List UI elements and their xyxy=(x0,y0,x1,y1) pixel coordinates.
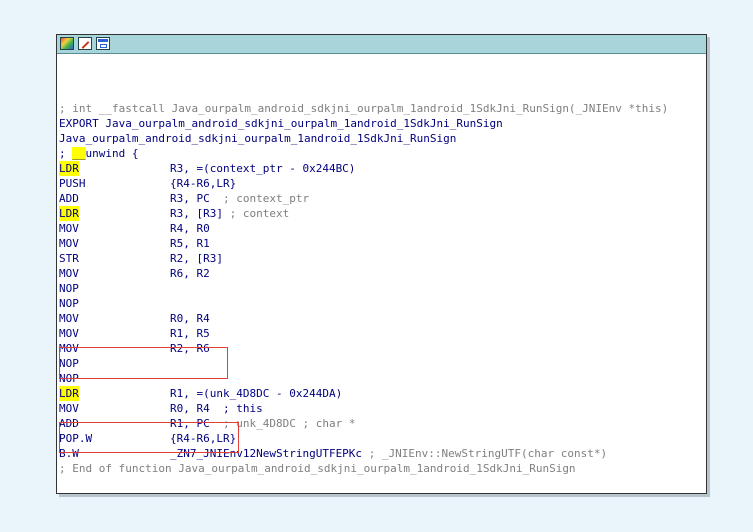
disassembly-listing[interactable]: ; int __fastcall Java_ourpalm_android_sd… xyxy=(59,101,704,476)
unwind-directive: ; __unwind { xyxy=(59,146,704,161)
function-end-comment: ; End of function Java_ourpalm_android_s… xyxy=(59,461,704,476)
comment-text: ; End of function Java_ourpalm_android_s… xyxy=(59,462,576,475)
operand-text: R2, R6 xyxy=(170,342,210,355)
unwind-text: ; __unwind { xyxy=(59,147,139,160)
function-label[interactable]: Java_ourpalm_android_sdkjni_ourpalm_1and… xyxy=(59,132,457,145)
edit-icon[interactable] xyxy=(78,37,92,50)
instruction-row[interactable]: B.W _ZN7_JNIEnv12NewStringUTFEPKc ; _JNIE… xyxy=(59,446,704,461)
instruction-mnemonic: MOV xyxy=(59,342,79,355)
instruction-mnemonic: POP.W xyxy=(59,432,93,445)
instruction-row[interactable]: MOV R6, R2 xyxy=(59,266,704,281)
instruction-row[interactable]: NOP xyxy=(59,356,704,371)
instruction-operands: R3, =(context_ptr - 0x244BC) xyxy=(170,161,355,176)
instruction-row[interactable]: ADD R3, PC ; context_ptr xyxy=(59,191,704,206)
instruction-mnemonic: LDR xyxy=(59,161,79,176)
instruction-row[interactable]: MOV R2, R6 xyxy=(59,341,704,356)
instruction-comment: ; _JNIEnv::NewStringUTF(char const*) xyxy=(368,447,608,460)
operand-text: R5, R1 xyxy=(170,237,210,250)
instruction-operands: R0, R4 ; this xyxy=(170,401,263,416)
instruction-mnemonic: NOP xyxy=(59,297,79,310)
function-signature-comment: ; int __fastcall Java_ourpalm_android_sd… xyxy=(59,101,704,116)
instruction-mnemonic: MOV xyxy=(59,237,79,250)
window-icon[interactable] xyxy=(96,37,110,50)
instruction-row[interactable]: NOP xyxy=(59,281,704,296)
instruction-mnemonic: LDR xyxy=(59,386,79,401)
instruction-row[interactable]: STR R2, [R3] xyxy=(59,251,704,266)
operand-text: R4, R0 xyxy=(170,222,210,235)
instruction-row[interactable]: POP.W {R4-R6,LR} xyxy=(59,431,704,446)
instruction-row[interactable]: MOV R0, R4 xyxy=(59,311,704,326)
disassembly-window: ; int __fastcall Java_ourpalm_android_sd… xyxy=(56,34,707,494)
instruction-mnemonic: PUSH xyxy=(59,177,86,190)
instruction-mnemonic: STR xyxy=(59,252,79,265)
comment-text: ; int __fastcall Java_ourpalm_android_sd… xyxy=(59,102,669,115)
instruction-row[interactable]: MOV R1, R5 xyxy=(59,326,704,341)
operand-text: R6, R2 xyxy=(170,267,210,280)
instruction-row[interactable]: MOV R4, R0 xyxy=(59,221,704,236)
instruction-mnemonic: LDR xyxy=(59,206,79,221)
instruction-operands: R3, [R3] ; context xyxy=(170,206,289,221)
instruction-operands: {R4-R6,LR} xyxy=(170,431,236,446)
instruction-operands: R3, PC ; context_ptr xyxy=(170,191,309,206)
instruction-mnemonic: MOV xyxy=(59,327,79,340)
operand-text: {R4-R6,LR} xyxy=(170,177,237,190)
nop-annotation-box-2 xyxy=(59,422,239,453)
operand-text: R2, [R3] xyxy=(170,252,223,265)
instruction-operands: R1, R5 xyxy=(170,326,210,341)
instruction-operands: R2, [R3] xyxy=(170,251,223,266)
operand-text: R0, R4 ; this xyxy=(170,402,263,415)
graph-icon[interactable] xyxy=(60,37,74,50)
operand-text: R1, R5 xyxy=(170,327,210,340)
nop-annotation-box-1 xyxy=(59,347,228,379)
instruction-list: LDR R3, =(context_ptr - 0x244BC) PUSH {R4-R… xyxy=(59,161,704,461)
instruction-mnemonic: B.W xyxy=(59,447,79,460)
instruction-operands: R6, R2 xyxy=(170,266,210,281)
instruction-row[interactable]: LDR R3, =(context_ptr - 0x244BC) xyxy=(59,161,704,176)
instruction-operands: _ZN7_JNIEnv12NewStringUTFEPKc ; _JNIEnv:… xyxy=(170,446,607,461)
instruction-row[interactable]: MOV R0, R4 ; this xyxy=(59,401,704,416)
operand-text: {R4-R6,LR} xyxy=(170,432,237,445)
instruction-mnemonic: MOV xyxy=(59,222,79,235)
instruction-operands: R4, R0 xyxy=(170,221,210,236)
instruction-comment: ; unk_4D8DC ; char * xyxy=(222,417,356,430)
instruction-operands: R2, R6 xyxy=(170,341,210,356)
instruction-mnemonic: ADD xyxy=(59,192,79,205)
operand-text: R3, [R3] xyxy=(170,207,223,220)
instruction-mnemonic: MOV xyxy=(59,402,79,415)
operand-text: R0, R4 xyxy=(170,312,210,325)
window-titlebar xyxy=(57,35,706,54)
instruction-comment: ; context xyxy=(229,207,290,220)
instruction-mnemonic: MOV xyxy=(59,267,79,280)
instruction-operands: R0, R4 xyxy=(170,311,210,326)
instruction-row[interactable]: PUSH {R4-R6,LR} xyxy=(59,176,704,191)
instruction-row[interactable]: NOP xyxy=(59,296,704,311)
instruction-mnemonic: MOV xyxy=(59,312,79,325)
instruction-mnemonic: ADD xyxy=(59,417,79,430)
instruction-operands: R1, =(unk_4D8DC - 0x244DA) xyxy=(170,386,342,401)
operand-text: R1, PC xyxy=(170,417,217,430)
instruction-mnemonic: NOP xyxy=(59,282,79,295)
instruction-operands: {R4-R6,LR} xyxy=(170,176,236,191)
operand-text: R3, PC xyxy=(170,192,217,205)
instruction-row[interactable]: ADD R1, PC ; unk_4D8DC ; char * xyxy=(59,416,704,431)
instruction-operands: R1, PC ; unk_4D8DC ; char * xyxy=(170,416,355,431)
operand-text: R3, =(context_ptr - 0x244BC) xyxy=(170,162,356,175)
instruction-operands: R5, R1 xyxy=(170,236,210,251)
operand-text: _ZN7_JNIEnv12NewStringUTFEPKc xyxy=(170,447,363,460)
instruction-comment: ; context_ptr xyxy=(222,192,310,205)
instruction-mnemonic: NOP xyxy=(59,357,79,370)
instruction-row[interactable]: LDR R3, [R3] ; context xyxy=(59,206,704,221)
export-directive[interactable]: EXPORT Java_ourpalm_android_sdkjni_ourpa… xyxy=(59,117,503,130)
instruction-row[interactable]: LDR R1, =(unk_4D8DC - 0x244DA) xyxy=(59,386,704,401)
operand-text: R1, =(unk_4D8DC - 0x244DA) xyxy=(170,387,343,400)
instruction-row[interactable]: MOV R5, R1 xyxy=(59,236,704,251)
